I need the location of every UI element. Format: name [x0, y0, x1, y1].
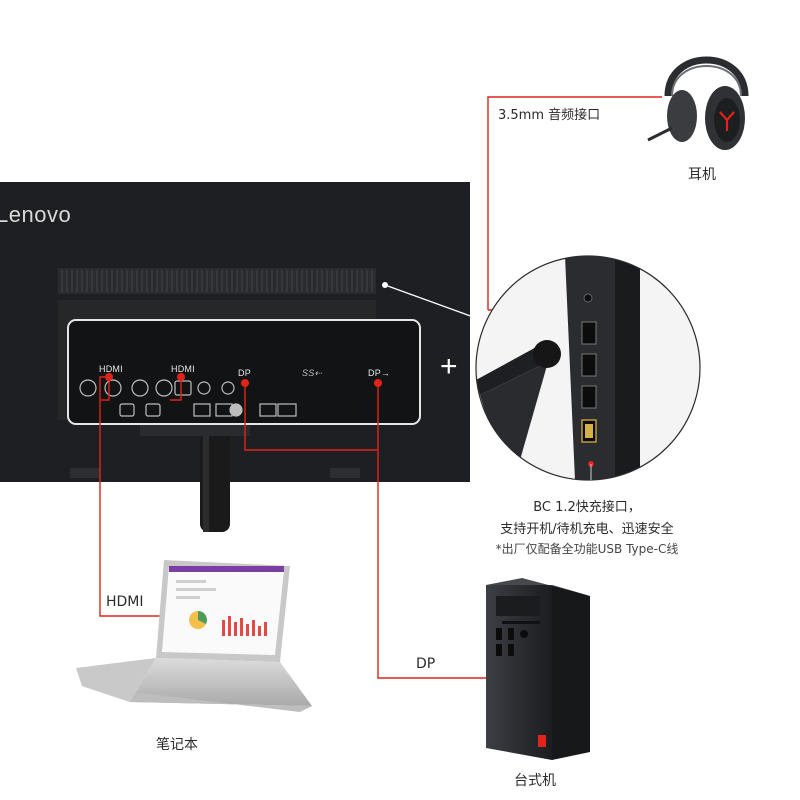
lenovo-logo: Lenovo	[0, 202, 72, 227]
hdmi-port-2-marker	[177, 373, 185, 381]
port-panel	[67, 319, 421, 425]
desktop-label: 台式机	[514, 773, 556, 789]
plus-sign: +	[440, 350, 458, 383]
headphones-label: 耳机	[688, 167, 716, 183]
hdmi-connection-label: HDMI	[106, 594, 144, 610]
laptop-illustration	[76, 560, 312, 712]
laptop-label: 笔记本	[156, 737, 198, 753]
port-label-dp-in: DP	[238, 368, 251, 378]
usb-superspeed-mark: SS⇠	[302, 368, 323, 378]
vent-grill	[58, 268, 376, 294]
bc-port-callout-line3: *出厂仅配备全功能USB Type-C线	[495, 542, 679, 556]
bc-port-callout-line1: BC 1.2快充接口，	[533, 500, 641, 515]
dp-connection-label: DP	[416, 656, 436, 672]
port-label-hdmi-2: HDMI	[171, 364, 195, 374]
bc-port-callout-line2: 支持开机/待机充电、迅速安全	[500, 522, 674, 537]
side-ports-zoom	[475, 255, 701, 481]
audio-jack-label: 3.5mm 音频接口	[498, 108, 601, 123]
port-label-hdmi-1: HDMI	[99, 364, 123, 374]
headphones-illustration	[647, 56, 749, 150]
port-label-dp-out: DP→	[368, 368, 391, 378]
desktop-tower-illustration	[486, 578, 590, 760]
